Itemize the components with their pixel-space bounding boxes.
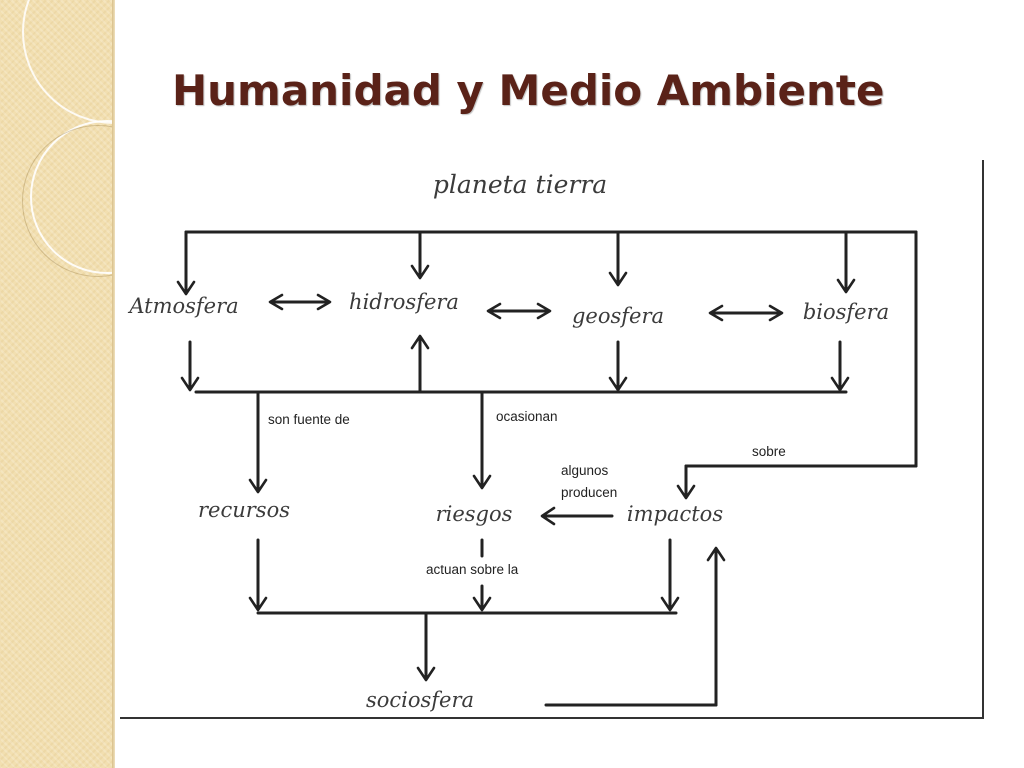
decorative-side-band xyxy=(0,0,114,768)
connector-top-bus xyxy=(176,230,918,296)
label-producen: producen xyxy=(561,485,617,500)
slide-title: Humanidad y Medio Ambiente xyxy=(172,66,885,115)
label-actuan-sobre-la: actuan sobre la xyxy=(426,562,519,577)
double-arrow-atmosfera-hidrosfera xyxy=(268,293,332,311)
node-planeta-tierra: planeta tierra xyxy=(433,170,607,199)
label-ocasionan: ocasionan xyxy=(496,409,558,424)
node-riesgos: riesgos xyxy=(436,502,513,526)
connector-tierra-to-impactos xyxy=(676,230,918,500)
node-geosfera: geosfera xyxy=(572,304,664,328)
double-arrow-hidrosfera-geosfera xyxy=(486,302,552,320)
double-arrow-geosfera-biosfera xyxy=(708,304,784,322)
connector-lower-bus xyxy=(248,538,680,682)
connector-sociosfera-to-impactos xyxy=(544,546,726,707)
node-biosfera: biosfera xyxy=(803,300,889,324)
label-algunos: algunos xyxy=(561,463,609,478)
node-hidrosfera: hidrosfera xyxy=(349,290,459,314)
connector-to-recursos xyxy=(248,390,268,494)
node-recursos: recursos xyxy=(198,498,290,522)
node-atmosfera: Atmosfera xyxy=(127,294,238,318)
label-son-fuente-de: son fuente de xyxy=(268,412,350,427)
label-sobre: sobre xyxy=(752,444,786,459)
arrow-impactos-to-riesgos xyxy=(540,506,614,526)
connector-middle-bus xyxy=(180,334,850,394)
node-sociosfera: sociosfera xyxy=(366,688,474,712)
node-impactos: impactos xyxy=(627,502,723,526)
side-band-edge xyxy=(112,0,115,768)
connector-to-riesgos xyxy=(472,390,492,490)
